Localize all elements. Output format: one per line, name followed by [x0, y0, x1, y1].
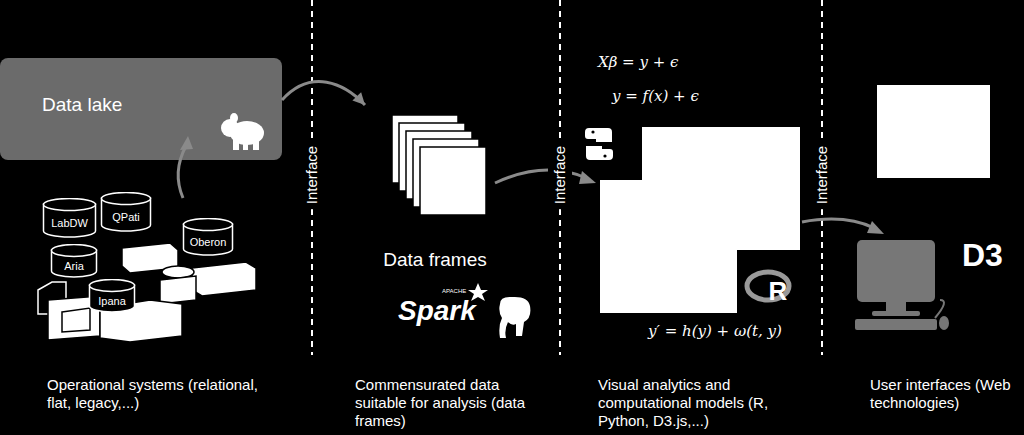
node-title: Data lake — [42, 94, 122, 116]
upload-arrowhead — [180, 136, 193, 150]
interface-dividers — [312, 0, 822, 355]
database-name: LabDW — [51, 217, 88, 229]
column-caption: Visual analytics and computational model… — [598, 376, 770, 430]
interface-label: Interface — [300, 141, 324, 209]
ui-panel — [877, 85, 990, 178]
flow-arrow-line — [282, 82, 365, 105]
interface-label: Interface — [810, 141, 834, 209]
equation: Xβ = y + ϵ — [598, 53, 678, 71]
models-to-ui-arrow — [802, 219, 874, 228]
database-name: Aria — [64, 260, 84, 272]
hadoop-hippo — [221, 113, 264, 150]
database-cylinder: Ipana — [88, 279, 136, 313]
cylinder-top — [184, 219, 233, 231]
models-to-ui-arrowhead — [867, 221, 884, 234]
data-lake-panel — [0, 58, 282, 160]
equation: y′ = h(y) + ω(t, y) — [648, 322, 782, 340]
cylinder-top — [44, 199, 96, 211]
spark-logo-text: Spark — [398, 294, 476, 328]
database-name: Ipana — [98, 295, 126, 307]
d3-logo: D3 — [962, 236, 1003, 274]
data-frame-sheets — [392, 115, 486, 215]
database-cylinder: Oberon — [182, 218, 234, 256]
database-name: QPati — [112, 211, 140, 223]
frames-to-models-arrowhead — [579, 171, 596, 184]
database-name: Oberon — [190, 236, 227, 248]
r-logo-letter: R — [769, 276, 788, 307]
data-frames-stack: Data frames — [365, 100, 505, 275]
interface-label: Interface — [548, 141, 572, 209]
legacy-blocks — [38, 243, 256, 342]
cylinder-top — [102, 193, 151, 205]
column-caption: Commensurated data suitable for analysis… — [355, 376, 540, 430]
computer-icon — [855, 240, 949, 330]
frames-to-models-arrow — [495, 170, 586, 183]
data-lake-box: Data lake — [0, 58, 282, 160]
model-panel — [600, 127, 800, 313]
column-caption: User interfaces (Web technologies) — [870, 376, 1018, 412]
database-cylinder: Aria — [50, 244, 98, 278]
database-cylinder: QPati — [100, 192, 152, 232]
equation: y = f(x) + ϵ — [612, 87, 699, 105]
spark-logo-small: APACHE — [442, 288, 466, 295]
column-caption: Operational systems (relational, flat, l… — [47, 376, 267, 412]
node-title: Data frames — [383, 249, 486, 271]
arrowhead — [352, 92, 365, 105]
flow-arrow — [282, 82, 365, 105]
postgres-elephant — [499, 297, 530, 338]
upload-arrow — [178, 146, 186, 198]
cylinder-top — [52, 245, 97, 257]
python-logo — [585, 128, 613, 160]
cylinder-top — [90, 280, 135, 292]
database-cylinder: LabDW — [42, 198, 97, 238]
